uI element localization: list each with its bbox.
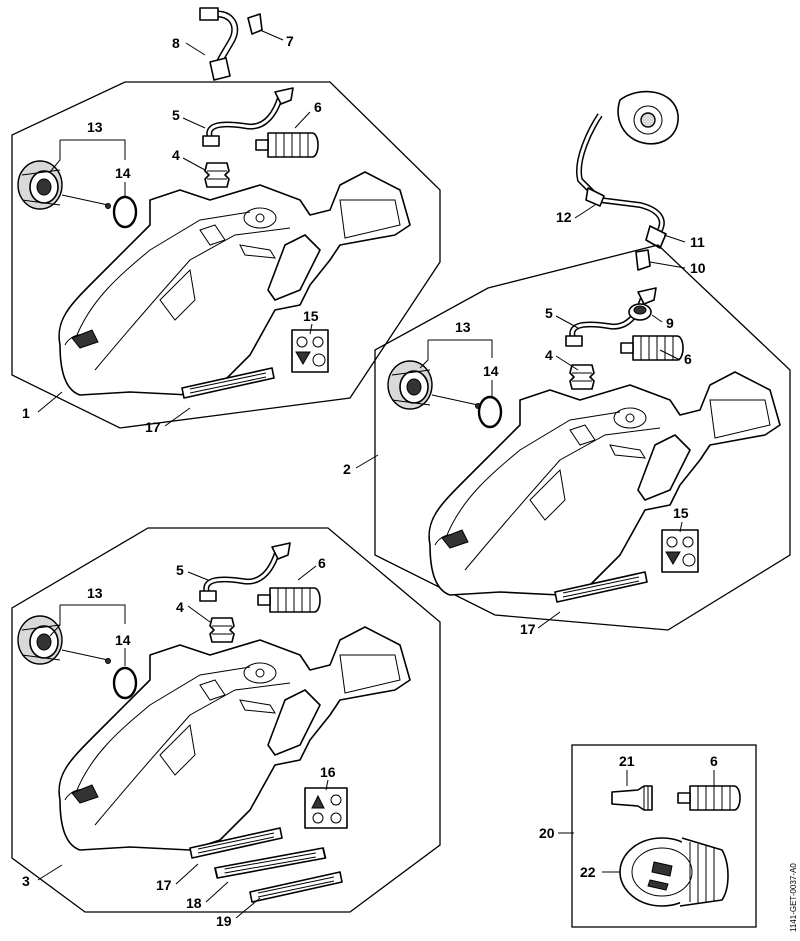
callout-1: 1 [22,405,30,421]
hose-assembly-top [199,7,263,81]
callout-14: 14 [483,363,499,379]
assembly-20 [611,785,741,907]
callout-17: 17 [156,877,172,893]
strip-18 [214,847,327,879]
callout-4: 4 [545,347,553,363]
callout-3: 3 [22,873,30,889]
callout-21: 21 [619,753,635,769]
group-frame-1 [11,81,441,429]
callout-11: 11 [690,234,705,250]
group-frame-2 [374,244,791,631]
callout-4: 4 [176,599,184,615]
callout-15: 15 [673,505,689,521]
cap-9 [628,303,652,321]
callout-14: 14 [115,165,131,181]
callout-10: 10 [690,260,706,276]
group-frame-20 [571,744,757,928]
callout-2: 2 [343,461,351,477]
callout-19: 19 [216,913,232,929]
callout-6: 6 [684,351,692,367]
callout-15: 15 [303,308,319,324]
callout-16: 16 [320,764,336,780]
strip-19 [249,871,343,903]
assembly-3 [17,543,411,851]
callout-6: 6 [314,99,322,115]
callout-4: 4 [172,147,180,163]
callout-6: 6 [710,753,718,769]
assembly-2 [387,288,781,603]
callout-18: 18 [186,895,202,911]
callout-7: 7 [286,33,294,49]
fuel-line-assembly [576,90,679,271]
assembly-1 [17,88,411,399]
callout-17: 17 [145,419,161,435]
callout-17: 17 [520,621,536,637]
callout-5: 5 [176,562,184,578]
callout-9: 9 [666,315,674,331]
document-id: 1141-GET-0037-A0 [789,863,798,932]
label-16-plate [304,787,348,829]
callout-20: 20 [539,825,555,841]
callout-8: 8 [172,35,180,51]
callout-13: 13 [455,319,471,335]
callout-5: 5 [545,305,553,321]
callout-6: 6 [318,555,326,571]
callout-14: 14 [115,632,131,648]
callout-13: 13 [87,119,103,135]
leader-lines [37,29,715,919]
callout-22: 22 [580,864,596,880]
callout-13: 13 [87,585,103,601]
callout-numbers: 8 7 13 14 5 6 4 15 17 1 12 11 10 13 14 5… [22,33,718,929]
callout-5: 5 [172,107,180,123]
group-frame-3 [11,527,441,913]
callout-12: 12 [556,209,572,225]
